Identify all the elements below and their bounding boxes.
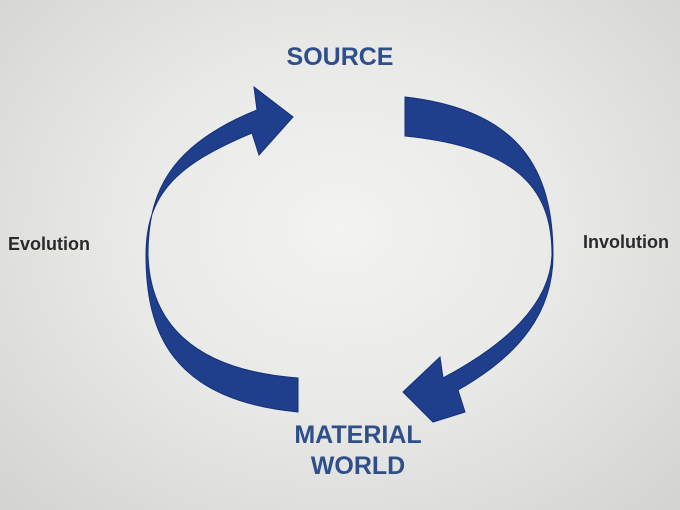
involution-arrow [402,96,554,423]
evolution-label: Evolution [8,234,90,254]
source-node-label: SOURCE [286,43,394,71]
material-world-line-2: WORLD [310,452,406,480]
evolution-arrow [145,85,299,413]
material-world-node-label: MATERIAL WORLD [258,420,458,482]
involution-label: Involution [583,232,669,252]
material-world-line-1: MATERIAL [294,421,422,449]
